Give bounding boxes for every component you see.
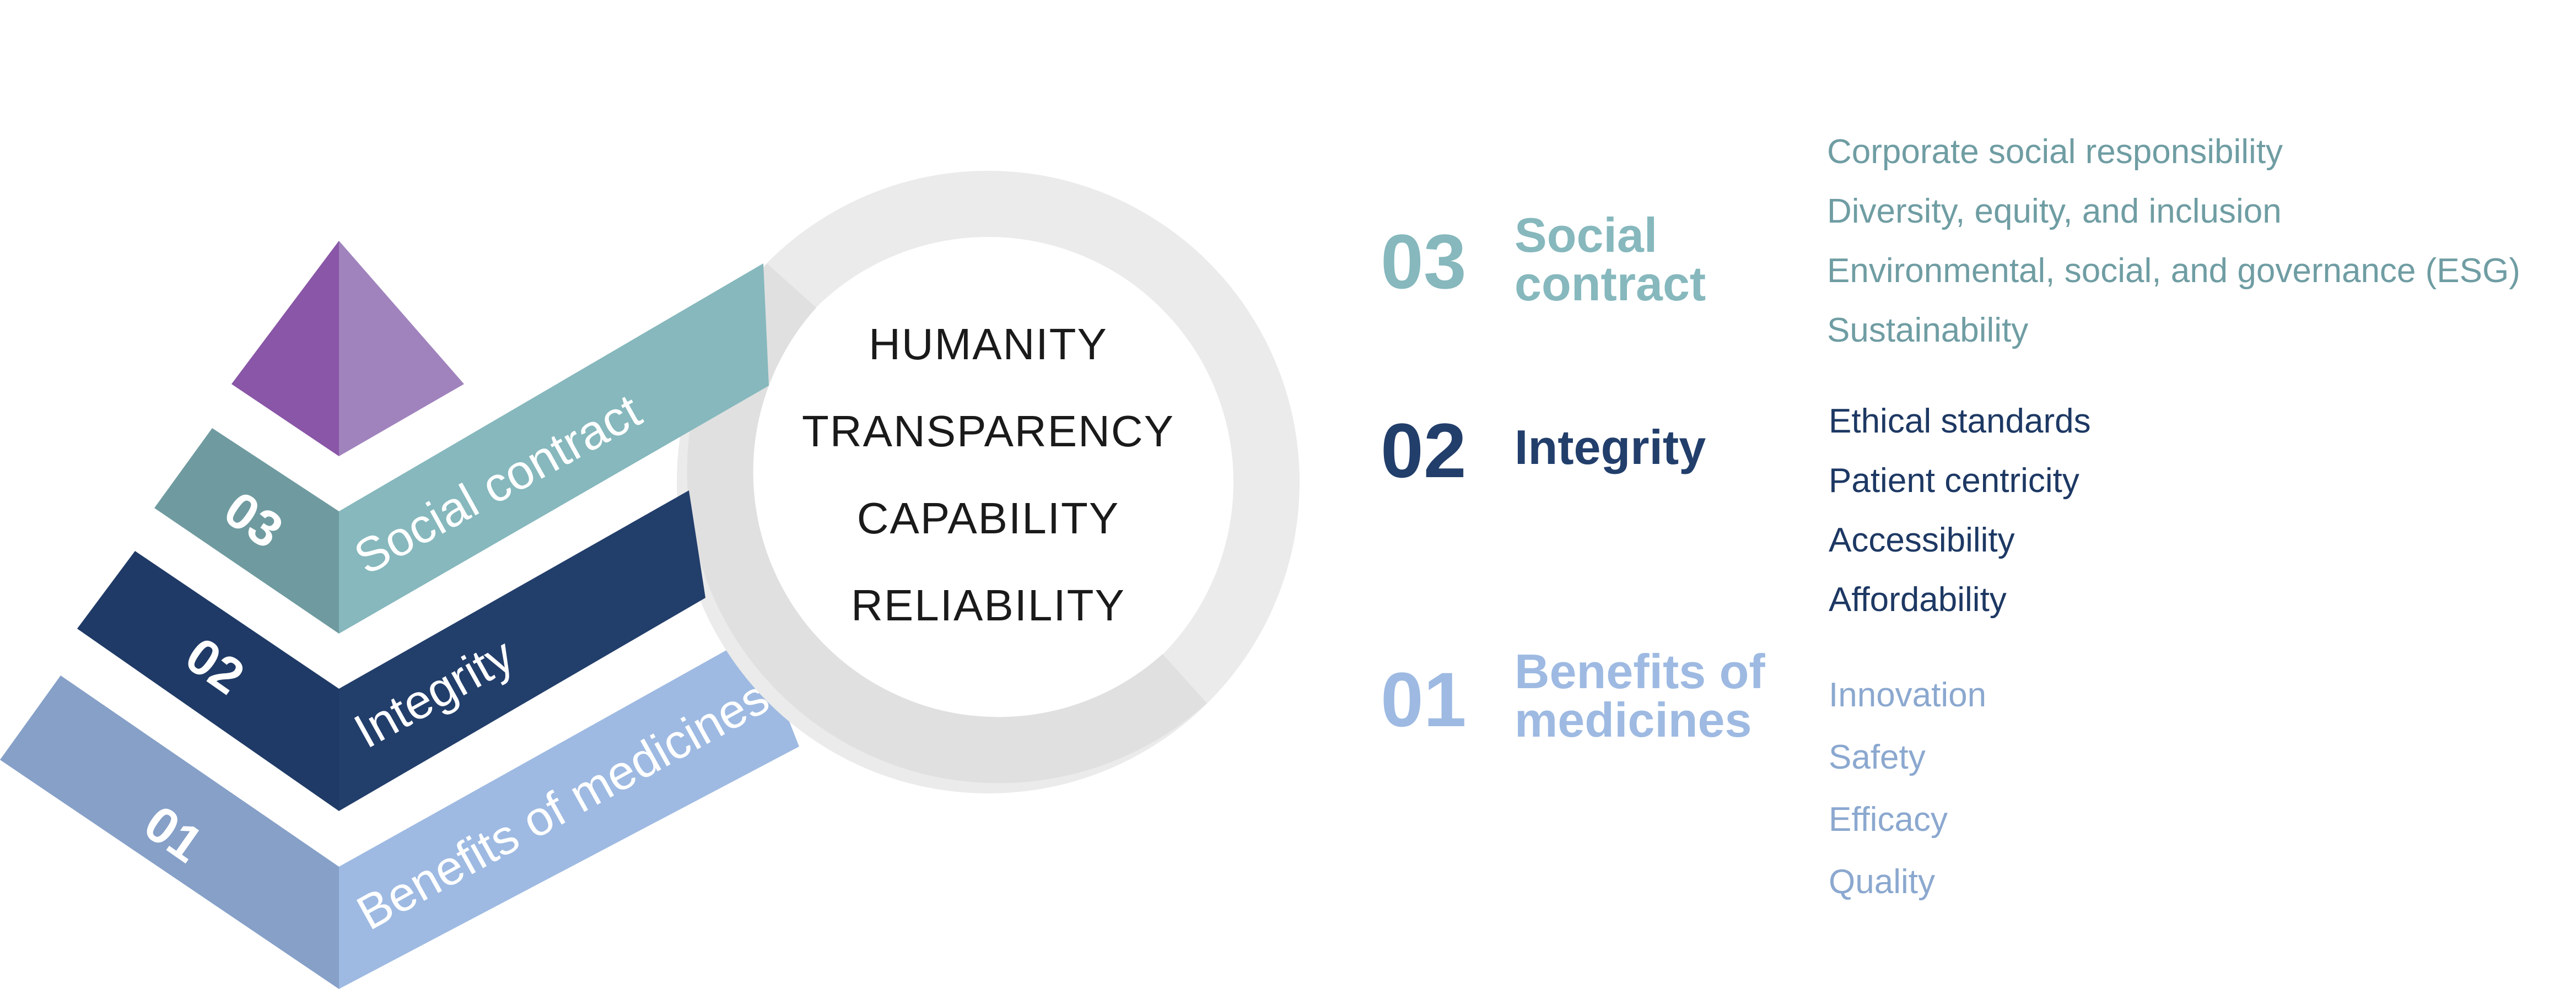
legend-03-title-line2: contract <box>1515 256 1706 311</box>
list-item: Accessibility <box>1829 521 2015 559</box>
tier-02-left-face <box>77 551 339 811</box>
tier-01-left-face <box>0 675 339 989</box>
pyramid-apex-icon <box>231 241 464 456</box>
legend-02-list: Ethical standards Patient centricity Acc… <box>1829 392 2091 630</box>
legend-02-number: 02 <box>1381 407 1467 494</box>
tier-02-right-face <box>339 490 705 811</box>
list-item: Diversity, equity, and inclusion <box>1827 192 2282 230</box>
tier-01-right-face <box>339 634 799 989</box>
tier-02: 02 Integrity <box>77 490 705 811</box>
values-ring <box>677 171 1300 793</box>
legend-01-number: 01 <box>1381 656 1467 743</box>
list-item: Affordability <box>1829 581 2007 619</box>
legend-01-list: Innovation Safety Efficacy Quality <box>1829 664 1986 913</box>
list-item: Corporate social responsibility <box>1827 133 2283 171</box>
value-word: RELIABILITY <box>851 581 1125 630</box>
tier-03-right-face <box>339 263 769 634</box>
list-item: Sustainability <box>1827 311 2029 349</box>
values-list: HUMANITY TRANSPARENCY CAPABILITY RELIABI… <box>802 320 1174 630</box>
list-item: Efficacy <box>1829 801 1948 839</box>
legend-03-list: Corporate social responsibility Diversit… <box>1827 122 2520 360</box>
legend-03-title-line1: Social <box>1515 208 1658 262</box>
legend-03-title: Social contract <box>1515 211 1801 308</box>
legend-01-title-line2: medicines <box>1515 693 1752 747</box>
legend-01-title: Benefits of medicines <box>1515 647 1801 744</box>
value-word: HUMANITY <box>869 320 1108 369</box>
list-item: Ethical standards <box>1829 402 2091 440</box>
list-item: Innovation <box>1829 676 1987 714</box>
apex-right-face <box>339 241 464 456</box>
tier-03-left-face <box>154 428 339 634</box>
apex-left-face <box>231 241 339 456</box>
legend-02-title: Integrity <box>1515 423 1801 472</box>
legend: 03 Social contract Corporate social resp… <box>1372 0 2576 989</box>
value-word: TRANSPARENCY <box>802 407 1174 456</box>
value-word: CAPABILITY <box>857 494 1119 543</box>
list-item: Environmental, social, and governance (E… <box>1827 252 2520 290</box>
list-item: Quality <box>1829 863 1935 901</box>
legend-03-number: 03 <box>1381 218 1467 305</box>
list-item: Safety <box>1829 738 1926 776</box>
list-item: Patient centricity <box>1829 462 2079 500</box>
legend-02-title-line1: Integrity <box>1515 420 1706 474</box>
legend-01-title-line1: Benefits of <box>1515 644 1765 699</box>
